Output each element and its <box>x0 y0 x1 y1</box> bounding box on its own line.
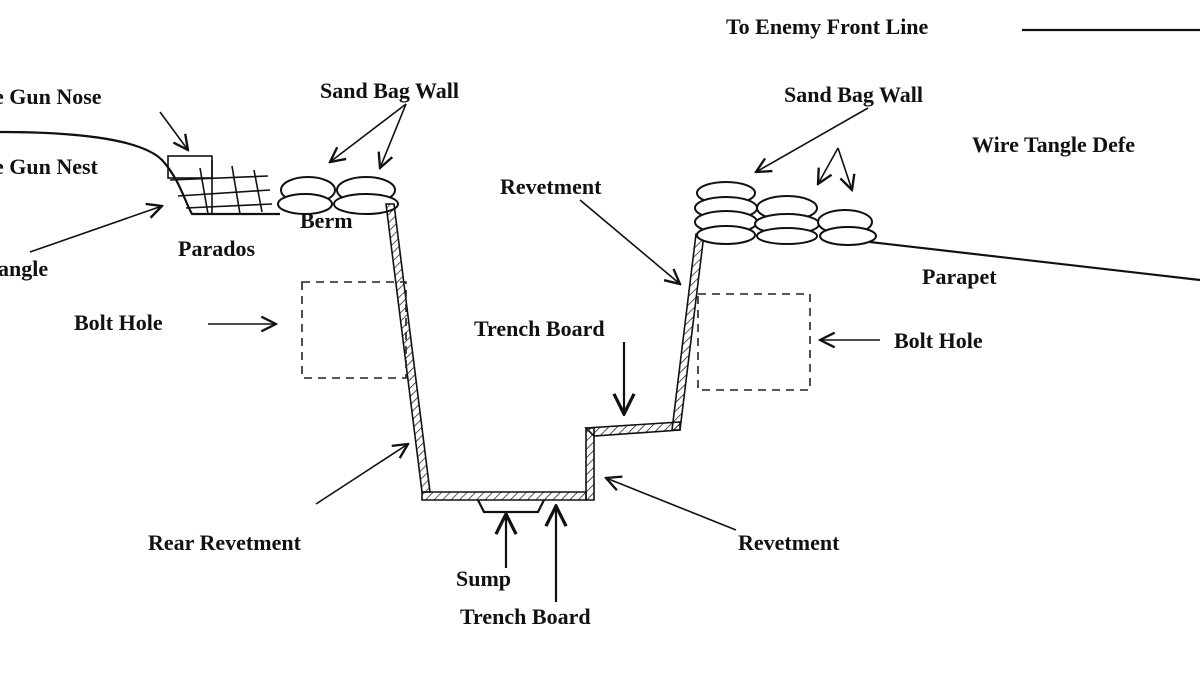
arrow-revetment-upper <box>579 199 680 284</box>
label-sump: Sump <box>456 566 511 591</box>
left-sand-bag-wall <box>277 176 399 215</box>
label-bolt-hole-right: Bolt Hole <box>894 328 983 353</box>
arrow-sand-bag-left-2 <box>380 103 407 168</box>
arrow-sand-bag-left-1 <box>330 103 407 162</box>
label-sand-bag-wall-left: Sand Bag Wall <box>320 78 459 103</box>
label-wire-tangle-defence: Wire Tangle Defe <box>972 132 1135 157</box>
arrow-rear-revetment <box>315 444 408 505</box>
arrow-gun-nose <box>159 111 188 150</box>
arrow-sand-bag-right-1 <box>756 107 869 172</box>
arrow-tangle <box>29 206 162 253</box>
label-parados: Parados <box>178 236 255 261</box>
label-trench-board-lower: Trench Board <box>460 604 591 629</box>
label-tangle: angle <box>0 256 48 281</box>
bolt-hole-right <box>697 293 811 391</box>
label-revetment-lower: Revetment <box>738 530 840 555</box>
annotation-arrows <box>29 103 880 602</box>
label-parapet: Parapet <box>922 264 997 289</box>
right-sand-bag-wall <box>694 181 877 246</box>
label-gun-nose: e Gun Nose <box>0 84 102 109</box>
label-bolt-hole-left: Bolt Hole <box>74 310 163 335</box>
label-sand-bag-wall-right: Sand Bag Wall <box>784 82 923 107</box>
arrow-revetment-lower <box>606 478 737 531</box>
parapet-ground <box>869 240 1200 282</box>
label-berm: Berm <box>300 208 353 233</box>
trench-profile <box>385 203 705 514</box>
arrow-sand-bag-right-3 <box>837 147 852 190</box>
arrow-sand-bag-right-2 <box>818 147 839 184</box>
label-to-enemy-front-line: To Enemy Front Line <box>726 14 929 39</box>
labels: To Enemy Front Line e Gun Nose e Gun Nes… <box>0 14 1135 629</box>
left-ground <box>0 130 280 216</box>
label-gun-nest: e Gun Nest <box>0 154 99 179</box>
bolt-hole-left <box>301 281 407 379</box>
label-revetment-upper: Revetment <box>500 174 602 199</box>
label-trench-board-upper: Trench Board <box>474 316 605 341</box>
label-rear-revetment: Rear Revetment <box>148 530 302 555</box>
